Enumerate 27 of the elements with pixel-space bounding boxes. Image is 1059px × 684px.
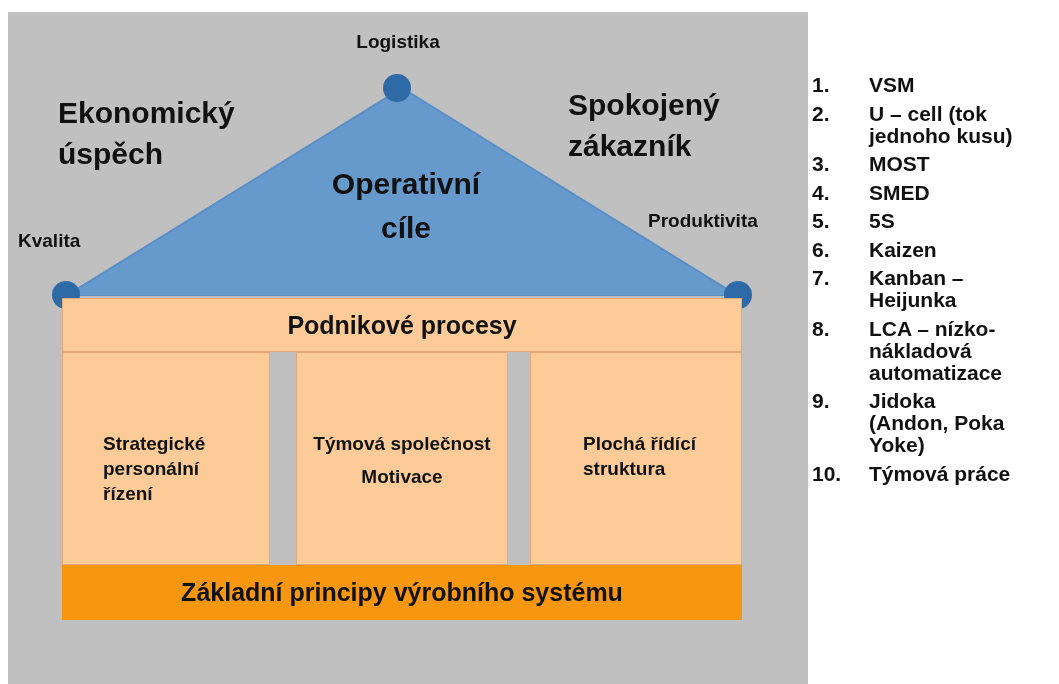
pillar-box xyxy=(530,352,742,565)
business-process-band xyxy=(62,298,742,352)
box-text: Podnikové procesy xyxy=(286,309,518,341)
box-text: Týmová společnost xyxy=(312,432,492,456)
pillar-box xyxy=(296,352,508,565)
roof-title: Operativní cíle xyxy=(330,166,482,246)
list-item: 3. MOST xyxy=(812,153,931,175)
corner-label: Produktivita xyxy=(648,209,759,233)
list-item: 6. Kaizen xyxy=(812,238,938,261)
pillar-box xyxy=(62,352,270,565)
list-item: 4. SMED xyxy=(812,181,931,204)
list-item: 2. U – cell (tok jednoho kusu) xyxy=(812,102,1014,147)
box-text: Plochá řídící struktura xyxy=(583,432,698,481)
corner-label: Logistika xyxy=(355,30,441,54)
list-item: 5. 5S xyxy=(812,210,896,232)
list-item: 7. Kanban – Heijunka xyxy=(812,267,965,311)
list-item: 1. VSM xyxy=(812,74,916,96)
box-text: Motivace xyxy=(360,465,444,489)
foundation-band xyxy=(62,565,742,620)
corner-label: Kvalita xyxy=(18,229,82,253)
goal-label: Ekonomický úspěch xyxy=(58,95,236,172)
list-item: 8. LCA – nízko-nákladová automatizace xyxy=(812,317,1004,384)
list-item: 9. Jidoka (Andon, Poka Yoke) xyxy=(812,390,1006,456)
box-text: Strategické personální řízení xyxy=(103,432,207,506)
list-item: 10. Týmová práce xyxy=(812,462,1012,485)
goal-label: Spokojený zákazník xyxy=(568,87,721,164)
box-text: Základní principy výrobního systému xyxy=(180,577,624,608)
